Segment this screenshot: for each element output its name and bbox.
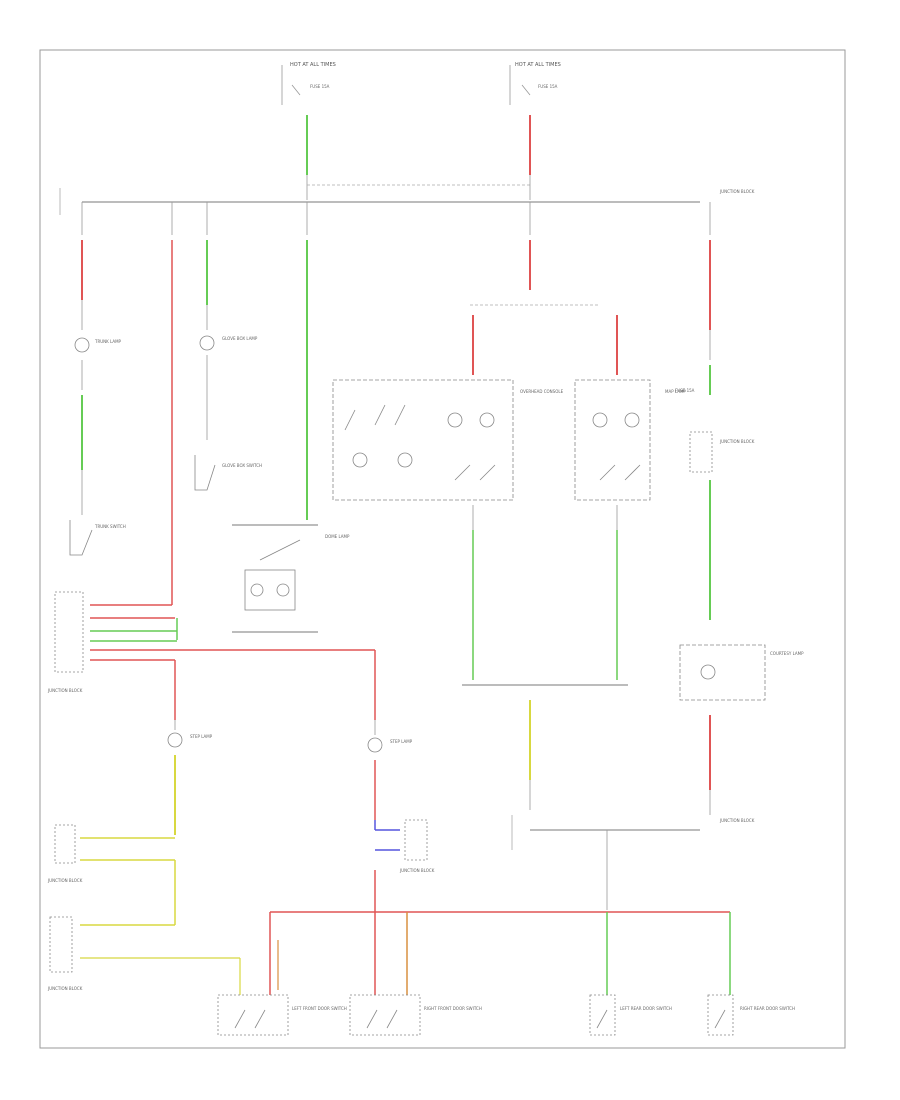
junction-low-right-label: JUNCTION BLOCK	[719, 818, 755, 823]
courtesy-lamp-label: COURTESY LAMP	[770, 651, 804, 656]
fuse-left: HOT AT ALL TIMES FUSE 15A	[281, 62, 336, 105]
junction-right-label: JUNCTION BLOCK	[719, 439, 755, 444]
junction-left-label: JUNCTION BLOCK	[47, 688, 83, 693]
fuse-left-label: FUSE 15A	[310, 84, 330, 89]
glove-box-lamp-icon	[199, 335, 215, 351]
trunk-lamp-icon	[74, 337, 90, 353]
vanity-lamp-bulb-icon	[352, 452, 368, 468]
dome-lamp-box	[244, 569, 296, 611]
door-switch-left-front: LEFT FRONT DOOR SWITCH	[217, 994, 347, 1036]
courtesy-lamp-box	[679, 644, 766, 701]
vanity-lamp-bulb-icon	[397, 452, 413, 468]
fuse-dome-label: FUSE 15A	[675, 388, 695, 393]
map-lamp-label: MAP LAMP	[665, 389, 686, 394]
junction-low-left-label-2: JUNCTION BLOCK	[47, 986, 83, 991]
door-switch-right-front: RIGHT FRONT DOOR SWITCH	[349, 994, 482, 1036]
junction-left-connector	[54, 591, 84, 673]
map-lamp-bulb-icon	[447, 412, 463, 428]
glove-box-lamp-label: GLOVE BOX LAMP	[222, 336, 258, 341]
junction-low-left-label-1: JUNCTION BLOCK	[47, 878, 83, 883]
hot-at-all-times-label-2: HOT AT ALL TIMES	[515, 62, 561, 68]
door-switch-right-rear: RIGHT REAR DOOR SWITCH	[707, 994, 795, 1036]
map-lamp-bulb-icon	[479, 412, 495, 428]
courtesy-lamp-bulb-icon	[700, 664, 716, 680]
door-switch-right-rear-label: RIGHT REAR DOOR SWITCH	[740, 1006, 795, 1011]
overhead-console-box	[332, 379, 514, 501]
step-lamp-left-icon	[167, 732, 183, 748]
junction-mid-label: JUNCTION BLOCK	[399, 868, 435, 873]
trunk-lamp-label: TRUNK LAMP	[94, 339, 122, 344]
fuse-right-label: FUSE 15A	[538, 84, 558, 89]
junction-top-label: JUNCTION BLOCK	[719, 189, 755, 194]
dome-lamp-label: DOME LAMP	[325, 534, 350, 539]
door-switch-left-rear-label: LEFT REAR DOOR SWITCH	[620, 1006, 672, 1011]
map-lamp-box	[574, 379, 651, 501]
door-switch-left-front-label: LEFT FRONT DOOR SWITCH	[292, 1006, 347, 1011]
glove-box-switch-icon	[194, 455, 216, 491]
door-switch-left-rear: LEFT REAR DOOR SWITCH	[589, 994, 672, 1036]
dome-lamp-bulb-icon	[250, 583, 264, 597]
step-lamp-left-label: STEP LAMP	[190, 734, 213, 739]
step-lamp-right-icon	[367, 737, 383, 753]
hot-at-all-times-label-1: HOT AT ALL TIMES	[290, 62, 336, 68]
map-lamp-bulb-icon	[624, 412, 640, 428]
step-lamp-right-label: STEP LAMP	[390, 739, 413, 744]
fuse-right: HOT AT ALL TIMES FUSE 15A	[509, 62, 561, 105]
trunk-switch-label: TRUNK SWITCH	[94, 524, 126, 529]
diagram-frame	[39, 49, 846, 1049]
dome-lamp-bulb-icon	[276, 583, 290, 597]
glove-box-switch-label: GLOVE BOX SWITCH	[222, 463, 262, 468]
trunk-switch-icon	[69, 520, 93, 556]
overhead-console-label: OVERHEAD CONSOLE	[520, 389, 564, 394]
door-switch-right-front-label: RIGHT FRONT DOOR SWITCH	[424, 1006, 482, 1011]
map-lamp-bulb-icon	[592, 412, 608, 428]
